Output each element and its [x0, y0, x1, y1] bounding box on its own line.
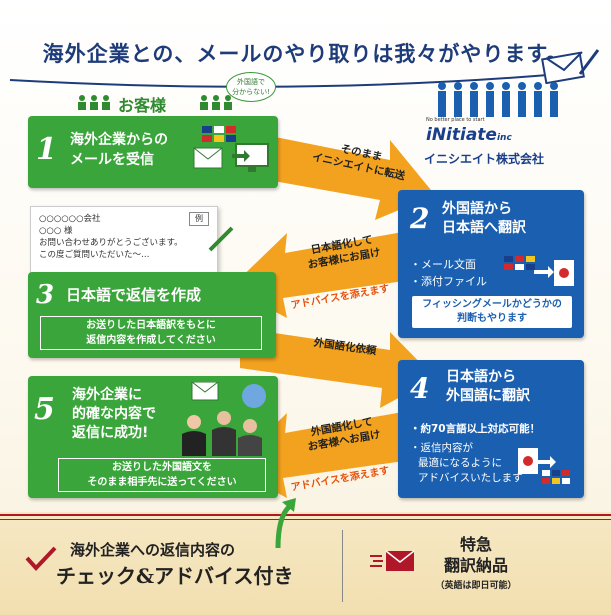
- example-badge: 例: [189, 212, 209, 226]
- customer-label: お客様: [118, 96, 167, 115]
- step-4-items: ・約70言語以上対応可能！ ・返信内容が 最適になるように アドバイスいたします: [410, 423, 541, 484]
- step-5-text: 海外企業に 的確な内容で 返信に成功!: [72, 387, 156, 441]
- step-5-box: [28, 376, 278, 498]
- step-4-text: 日本語から 外国語に翻訳: [446, 369, 530, 404]
- company-tagline: No better place to start: [426, 117, 485, 123]
- company-name: イニシエイト株式会社: [424, 152, 545, 166]
- speech-bubble: 外国語で 分からない!: [226, 72, 276, 102]
- green-up-arrow: [275, 498, 296, 549]
- step-3-number: 3: [36, 280, 55, 310]
- sample-letter: ○○○○○○会社 ○○○ 様 お問い合わせありがとうございます。 この度ご質問い…: [30, 206, 218, 274]
- phishing-check-note: フィッシングメールかどうかの 判断もやります: [412, 296, 572, 328]
- bottom-band: [0, 512, 611, 615]
- arrow-forward-2: [240, 328, 435, 408]
- check-advice-line2: チェック&アドバイス付き: [56, 564, 294, 588]
- pen-icon: [208, 226, 234, 252]
- company-logo: iNitiateinc: [426, 125, 512, 145]
- envelope-pen-icon: [541, 49, 600, 84]
- headline-swoosh: [9, 73, 561, 88]
- step-2-text: 外国語から 日本語へ翻訳: [442, 201, 526, 236]
- business-people-icon: [438, 82, 558, 117]
- step-5-instruction: お送りした外国語文を そのまま相手先に送ってください: [58, 458, 266, 492]
- band-divider: [342, 530, 343, 602]
- people-group-icon: [78, 95, 110, 110]
- step-3-title: 日本語で返信を作成: [66, 286, 202, 304]
- check-advice-line1: 海外企業への返信内容の: [70, 541, 236, 559]
- arrow-forward-1: [240, 130, 435, 220]
- business-team-photo: [182, 382, 266, 456]
- mail-monitor-icon: [193, 126, 269, 172]
- document-flags-icon: [518, 448, 570, 484]
- step-3-box: [28, 272, 276, 358]
- fast-mail-icon: [370, 550, 415, 571]
- translation-delivery-label: 翻訳納品: [443, 556, 508, 575]
- step-4-number: 4: [410, 372, 430, 405]
- step-2-number: 2: [410, 202, 430, 235]
- arrow-back-2: [230, 408, 425, 498]
- step-2-items: ・メール文面 ・添付ファイル: [410, 258, 487, 288]
- express-label: 特急: [459, 535, 492, 554]
- check-icon: [25, 546, 57, 571]
- band-top-line-2: [0, 519, 611, 520]
- same-day-note: （英語は即日可能）: [435, 581, 517, 591]
- flags-document-icon: [504, 256, 574, 286]
- band-top-line: [0, 514, 611, 516]
- step-3-instruction: お送りした日本語訳をもとに 返信内容を作成してください: [40, 316, 262, 350]
- step-1-number: 1: [36, 132, 57, 167]
- headline: 海外企業との、メールのやり取りは我々がやります。: [42, 41, 569, 66]
- people-group-icon: [200, 95, 232, 110]
- step-1-text: 海外企業からの メールを受信: [70, 132, 168, 168]
- step-5-number: 5: [34, 392, 55, 427]
- arrow-back-1: [230, 228, 425, 318]
